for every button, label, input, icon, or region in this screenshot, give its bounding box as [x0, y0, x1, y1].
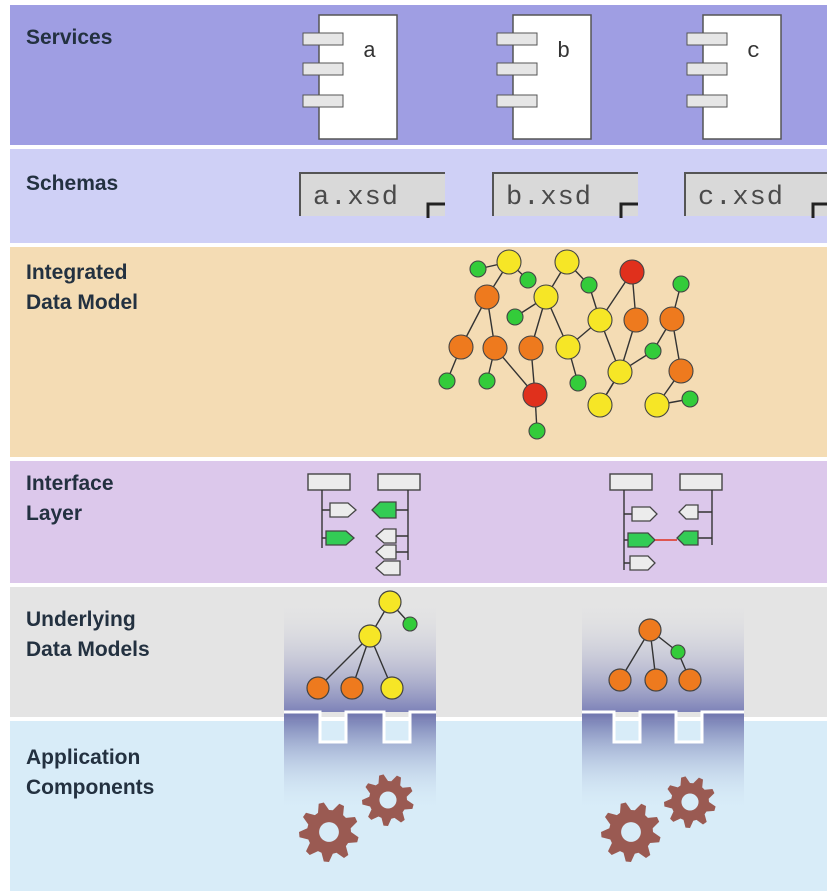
graph-node [644, 392, 670, 418]
graph-node [474, 284, 500, 310]
gear-icon [299, 802, 359, 862]
service-c: c [686, 14, 782, 140]
band-integrated [10, 247, 827, 457]
graph-node [569, 374, 587, 392]
label-interface: Interface Layer [26, 472, 119, 525]
label-integrated: Integrated Data Model [26, 261, 138, 314]
schema-c: c.xsd [684, 172, 827, 218]
tray-right [582, 600, 744, 712]
interface-mapping-icon [307, 473, 351, 491]
graph-node [672, 275, 690, 293]
connector-left [284, 712, 436, 812]
graph-node [659, 306, 685, 332]
tree-right [608, 618, 702, 692]
service-b: b [496, 14, 592, 140]
service-a: a [302, 14, 398, 140]
graph-node [518, 335, 544, 361]
graph-node [506, 308, 524, 326]
graph-node [681, 390, 699, 408]
gear-icon [664, 776, 716, 828]
service-c-name: c [747, 39, 760, 64]
graph-node [533, 284, 559, 310]
gear-icon [362, 774, 414, 826]
graph-node [555, 334, 581, 360]
graph-node [668, 358, 694, 384]
schema-b-name: b.xsd [506, 183, 592, 213]
tree-left [306, 590, 418, 700]
interface-mapping-right [609, 473, 723, 571]
graph-node [469, 260, 487, 278]
schema-file-icon [426, 202, 445, 218]
graph-node [580, 276, 598, 294]
integrated-graph [438, 249, 699, 440]
label-services: Services [26, 26, 112, 49]
graph-node [482, 335, 508, 361]
service-component-icon [302, 32, 344, 46]
graph-node [448, 334, 474, 360]
graph-node [478, 372, 496, 390]
service-b-name: b [557, 39, 570, 64]
graph-node [554, 249, 580, 275]
connector-right [582, 712, 744, 812]
graph-node [623, 307, 649, 333]
gears [299, 774, 716, 862]
label-underlying: Underlying Data Models [26, 608, 150, 661]
schema-a-name: a.xsd [313, 183, 399, 213]
schema-b: b.xsd [492, 172, 638, 218]
schema-a: a.xsd [299, 172, 445, 218]
graph-node [438, 372, 456, 390]
graph-node [587, 392, 613, 418]
graph-node [619, 259, 645, 285]
gear-icon [601, 802, 661, 862]
graph-node [607, 359, 633, 385]
schema-c-name: c.xsd [698, 183, 784, 213]
graph-node [496, 249, 522, 275]
graph-node [587, 307, 613, 333]
label-application: Application Components [26, 746, 154, 799]
service-a-name: a [363, 39, 376, 64]
graph-node [644, 342, 662, 360]
graph-node [522, 382, 548, 408]
graph-node [519, 271, 537, 289]
interface-mapping-left [307, 473, 421, 576]
label-schemas: Schemas [26, 172, 118, 195]
graph-node [528, 422, 546, 440]
tree-node-icon [378, 590, 402, 614]
